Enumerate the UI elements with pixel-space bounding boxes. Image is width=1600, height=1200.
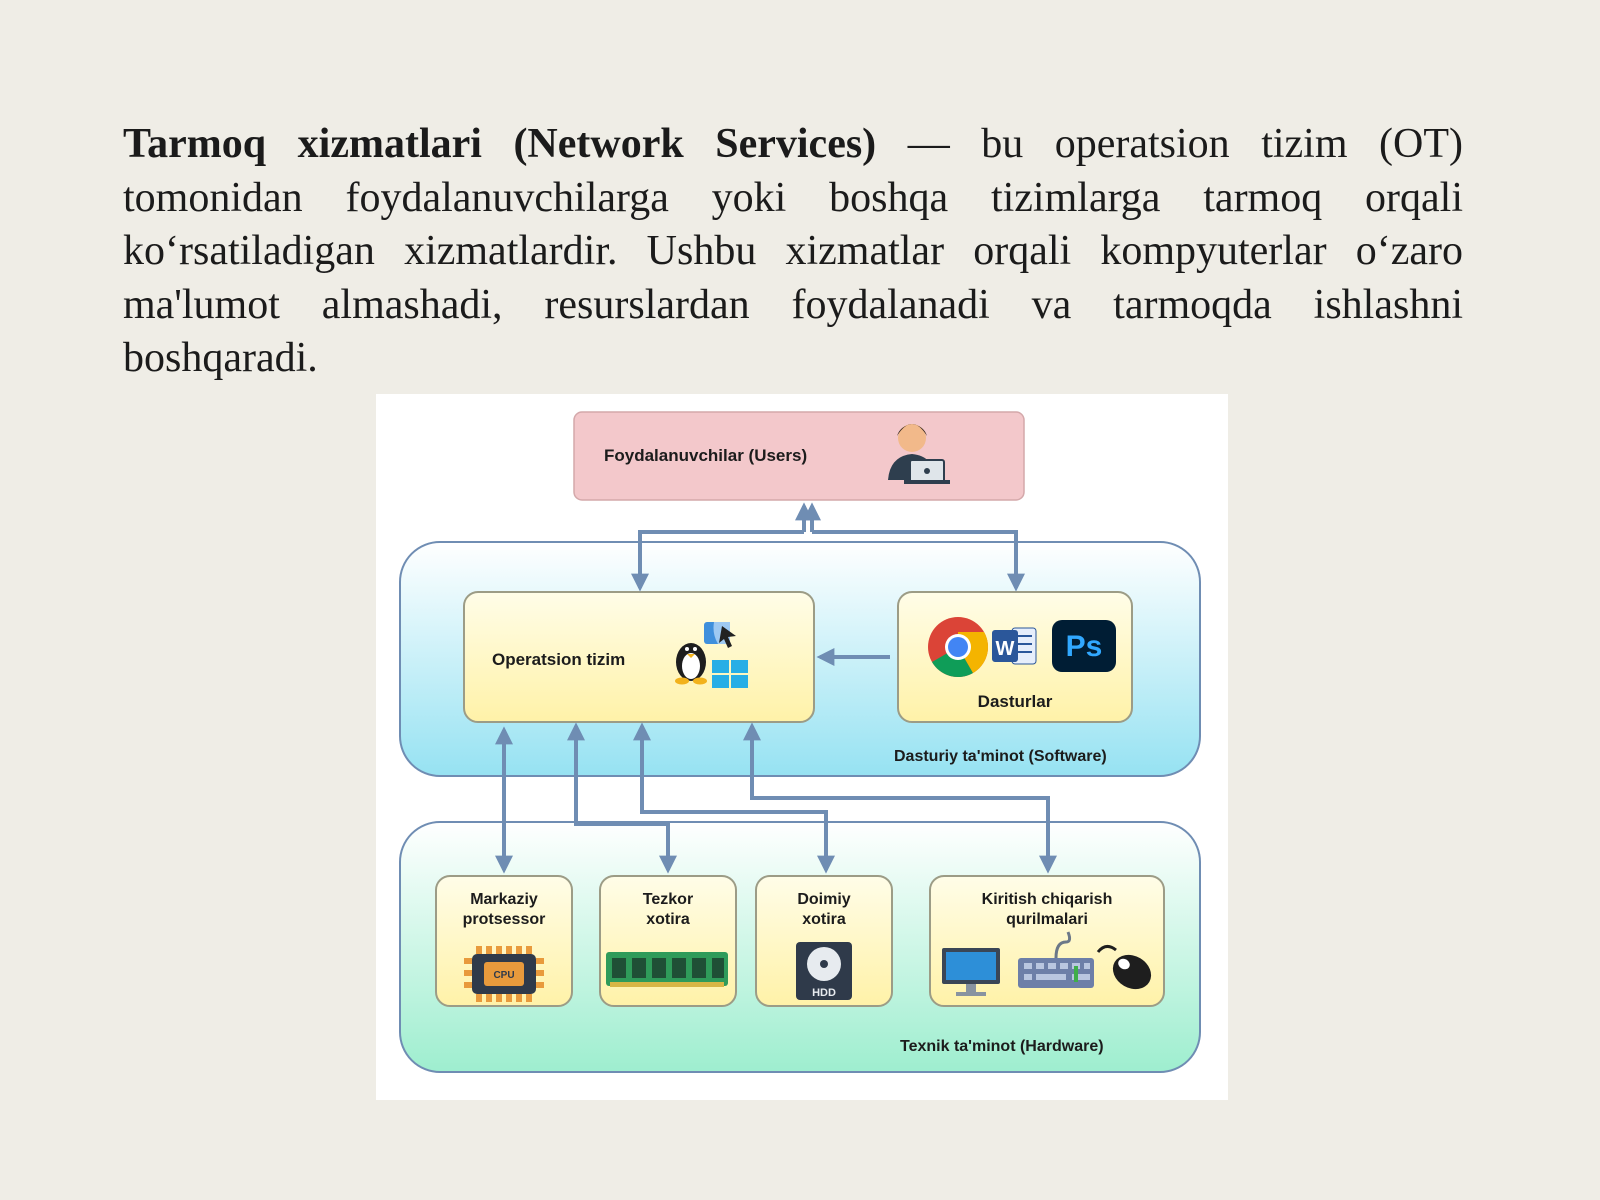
- term-heading: Tarmoq xizmatlari (Network Services): [123, 121, 877, 167]
- os-label: Operatsion tizim: [492, 650, 626, 669]
- linux-icon: [675, 643, 707, 685]
- users-label: Foydalanuvchilar (Users): [604, 446, 808, 465]
- users-arrows: [631, 502, 1025, 592]
- programs-label: Dasturlar: [977, 692, 1053, 711]
- hdd-icon: HDD: [796, 942, 852, 1000]
- mouse-icon: [1096, 945, 1152, 990]
- hdd-text: HDD: [812, 987, 836, 999]
- windows-icon: [712, 660, 748, 688]
- io-label: Kiritish chiqarish qurilmalari: [981, 891, 1113, 928]
- diagram-graphics: W Ps CPU: [399, 411, 1201, 1073]
- chrome-icon: [928, 617, 988, 678]
- storage-label: Doimiy xotira: [797, 891, 851, 928]
- hardware-label: Texnik ta'minot (Hardware): [900, 1038, 1104, 1055]
- cpu-icon: CPU: [464, 946, 544, 1002]
- user-laptop-icon: [888, 424, 950, 484]
- definition-paragraph: Tarmoq xizmatlari (Network Services) — b…: [123, 118, 1463, 386]
- hardware-arrows: [495, 722, 1057, 874]
- word-icon: W: [992, 627, 1037, 665]
- definition-text: — bu operatsion tizim (OT) tomonidan foy…: [123, 121, 1463, 381]
- cpu-label: Markaziy protsessor: [462, 891, 546, 928]
- ram-icon: [606, 952, 728, 987]
- word-letter: W: [996, 638, 1015, 660]
- photoshop-letters: Ps: [1066, 630, 1103, 663]
- keyboard-icon: [1018, 931, 1094, 988]
- ram-label: Tezkor xotira: [642, 891, 694, 928]
- software-label: Dasturiy ta'minot (Software): [894, 748, 1107, 765]
- storage-box: [755, 875, 893, 1007]
- cpu-chip-text: CPU: [493, 970, 514, 981]
- finder-icon: [704, 622, 736, 648]
- monitor-icon: [942, 948, 1000, 996]
- photoshop-icon: Ps: [1052, 620, 1116, 672]
- architecture-diagram: W Ps CPU: [376, 394, 1228, 1100]
